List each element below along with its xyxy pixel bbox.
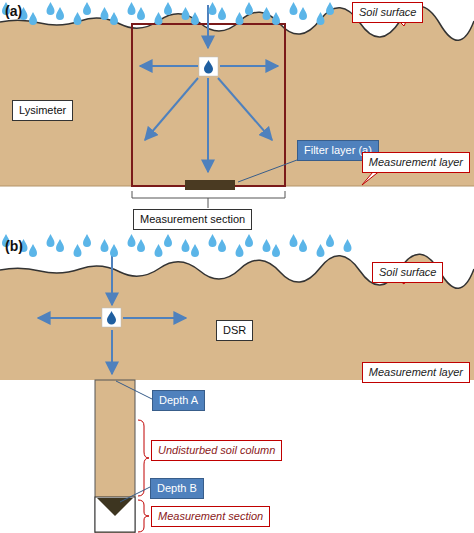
collector-funnel xyxy=(97,498,133,516)
rain-drop xyxy=(272,244,280,257)
rain-drop xyxy=(83,2,91,15)
rain-drop xyxy=(164,234,172,247)
panel-label: (b) xyxy=(5,238,23,254)
rain-drop xyxy=(47,2,55,15)
rain-drop xyxy=(317,12,325,25)
water-drop-icon xyxy=(102,308,121,327)
node-text: Measurement section xyxy=(158,510,263,522)
rain-drop xyxy=(263,7,271,20)
rain-drop xyxy=(191,244,199,257)
rain-drop xyxy=(128,234,136,247)
rain-drop xyxy=(218,7,226,20)
node-text: Measurement section xyxy=(140,213,245,225)
rain-drop xyxy=(101,239,109,252)
node-text: Lysimeter xyxy=(19,104,66,116)
soil-surface-line xyxy=(0,6,474,40)
callout-box: Soil surface xyxy=(352,2,423,23)
rain-drop xyxy=(263,239,271,252)
bracket-label: Undisturbed soil column xyxy=(151,440,282,461)
rain-drop xyxy=(128,2,136,15)
rain-drop xyxy=(155,12,163,25)
panel-label: (a) xyxy=(5,3,22,19)
bracket-label: Measurement section xyxy=(151,506,270,527)
rain-drop xyxy=(236,12,244,25)
rain-drop xyxy=(29,12,37,25)
leader-line xyxy=(116,381,152,399)
node-text: Undisturbed soil column xyxy=(158,444,275,456)
rain-drop xyxy=(74,244,82,257)
rain-drop xyxy=(56,7,64,20)
soil-column xyxy=(95,380,135,533)
rain-drop xyxy=(272,12,280,25)
node-text: Measurement layer xyxy=(369,156,463,168)
rain-drop xyxy=(182,239,190,252)
part-label: DSR xyxy=(216,320,253,341)
depth-label: Depth B xyxy=(150,478,204,499)
bracket xyxy=(132,191,285,208)
section-label: Measurement section xyxy=(133,209,252,230)
rain-drop xyxy=(101,7,109,20)
water-drop-icon xyxy=(199,57,218,76)
node-text: Depth A xyxy=(159,394,198,406)
rain-drop xyxy=(155,244,163,257)
part-label: Lysimeter xyxy=(12,100,73,121)
rain-drop xyxy=(110,12,118,25)
flow-arrows xyxy=(38,5,278,374)
soil xyxy=(0,6,474,186)
rain-drop xyxy=(74,12,82,25)
rain-drop xyxy=(56,239,64,252)
rain-drop xyxy=(218,239,226,252)
rain-drop xyxy=(344,239,352,252)
node-text: Measurement layer xyxy=(369,366,463,378)
rain-drop xyxy=(236,244,244,257)
bracket xyxy=(138,500,149,532)
rain-drop xyxy=(209,234,217,247)
rain-drop xyxy=(299,239,307,252)
rain-drop xyxy=(83,234,91,247)
leader-line xyxy=(120,487,150,502)
rain-drop xyxy=(182,7,190,20)
node-text: Depth B xyxy=(157,482,197,494)
rain-drop xyxy=(290,234,298,247)
lysimeter-wall xyxy=(132,24,285,186)
rain-drop xyxy=(110,244,118,257)
depth-label: Depth A xyxy=(152,390,205,411)
node-text: DSR xyxy=(223,324,246,336)
rain-drop xyxy=(326,234,334,247)
bracket xyxy=(138,420,149,496)
callout-box: Soil surface xyxy=(372,262,443,283)
rain-drops xyxy=(2,2,352,257)
rain-drop xyxy=(245,234,253,247)
rain-drop xyxy=(290,2,298,15)
rain-drop xyxy=(29,244,37,257)
rain-drop xyxy=(191,12,199,25)
rain-drop xyxy=(47,234,55,247)
rain-drop xyxy=(299,7,307,20)
rain-drop xyxy=(164,2,172,15)
callout-box: Measurement layer xyxy=(362,152,470,173)
rain-drop xyxy=(245,2,253,15)
measurement-box xyxy=(95,497,135,532)
rain-drop xyxy=(137,7,145,20)
rain-drop xyxy=(209,2,217,15)
node-text: Soil surface xyxy=(379,266,436,278)
soil-surface-line xyxy=(0,254,474,288)
rain-drop xyxy=(137,239,145,252)
rain-drop xyxy=(326,2,334,15)
callout-box: Measurement layer xyxy=(362,362,470,383)
rain-drop xyxy=(317,244,325,257)
leader-line xyxy=(238,160,297,182)
filter-layer xyxy=(185,180,235,190)
node-text: Soil surface xyxy=(359,6,416,18)
